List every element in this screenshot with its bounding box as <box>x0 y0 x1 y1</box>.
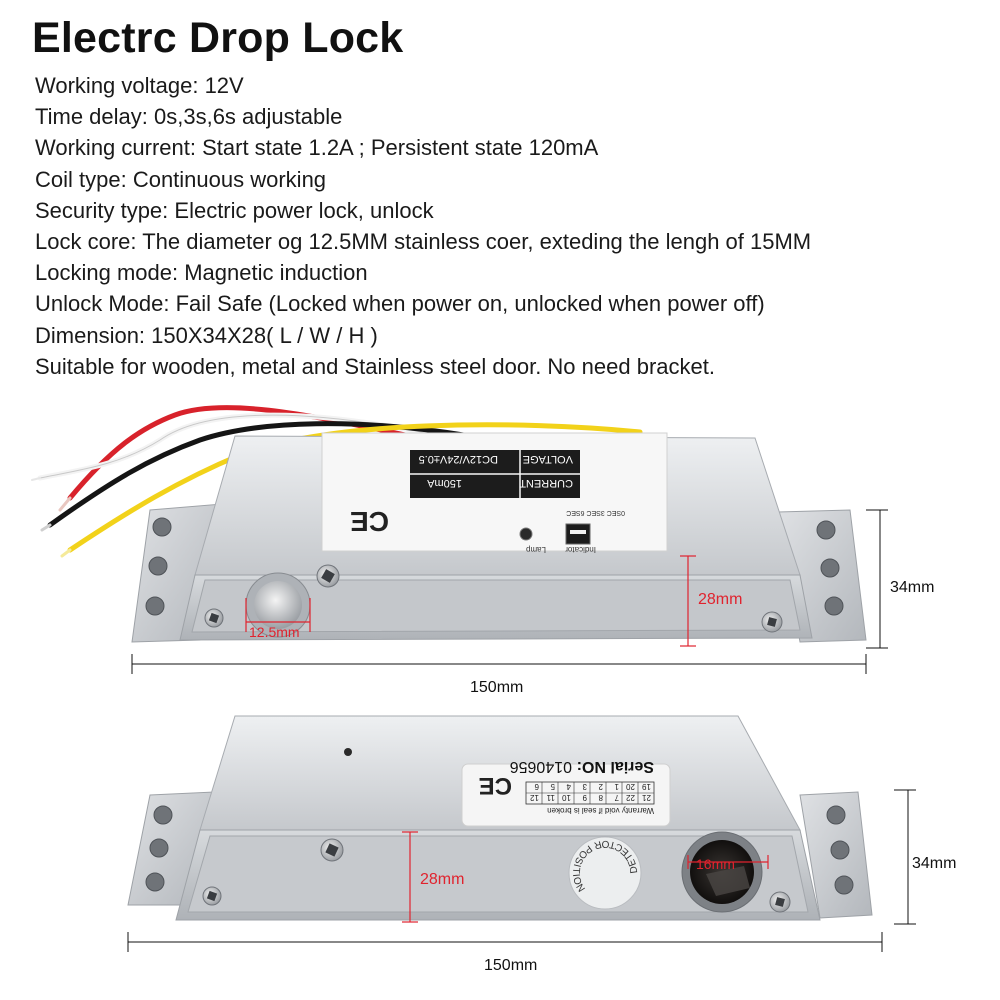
pin-hole <box>344 748 352 756</box>
flange-hole-b-mid-right <box>830 840 850 860</box>
spec-time-delay: Time delay: 0s,3s,6s adjustable <box>35 104 343 130</box>
flange-hole-top-right <box>816 520 836 540</box>
spec-working-voltage: Working voltage: 12V <box>35 73 244 98</box>
flange-hole-b-top-left <box>153 805 173 825</box>
dim-width-bottom <box>894 789 916 925</box>
dim-height-top-label: 28mm <box>698 591 742 608</box>
dim-length-top <box>131 654 867 674</box>
spec-list: Working voltage: 12V Time delay: 0s,3s,6… <box>35 70 811 382</box>
dim-hole-label: 16mm <box>696 856 735 872</box>
lamp-label: Lamp <box>525 545 546 554</box>
seal-grid-cell: 4 <box>566 782 571 791</box>
dim-height-top <box>680 555 696 647</box>
seal-grid-cell: 19 <box>642 782 651 791</box>
seal-grid-cell: 8 <box>598 793 603 802</box>
spec-dimension: Dimension: 150X34X28( L / W / H ) <box>35 322 378 348</box>
spec-coil-type: Coil type: Continuous working <box>35 166 327 192</box>
flange-hole-mid-right <box>820 558 840 578</box>
seal-grid-cell: 1 <box>614 782 619 791</box>
seal-grid-cell: 20 <box>626 782 635 791</box>
seal-grid-cell: 22 <box>626 793 635 802</box>
label-current: CURRENT <box>519 477 573 489</box>
spec-unlock-mode: Unlock Mode: Fail Safe (Locked when powe… <box>35 291 765 317</box>
flange-hole-b-top-right <box>826 805 846 825</box>
wire-white-outline <box>39 414 441 479</box>
serial-label-text: Serial NO: <box>577 758 654 775</box>
flange-hole-b-bot-left <box>145 872 165 892</box>
wire-black <box>47 421 473 528</box>
seal-grid-cell: 5 <box>550 782 555 791</box>
seal-grid-cell: 12 <box>530 793 539 802</box>
spec-working-current: Working current: Start state 1.2A ; Pers… <box>35 135 599 161</box>
detector-position-mark <box>568 836 642 910</box>
spec-locking-mode: Locking mode: Magnetic induction <box>35 260 368 286</box>
seal-grid-cell: 3 <box>582 782 587 791</box>
dim-width-bottom-label: 34mm <box>912 855 956 872</box>
seal-grid-cell: 7 <box>614 793 619 802</box>
lock-bottom-view: CE Warranty void if seal is broken Seria… <box>127 715 956 974</box>
seal-grid-cell: 6 <box>534 782 539 791</box>
dim-core <box>245 598 311 632</box>
ce-mark-bottom: CE <box>479 772 512 799</box>
delay-labels: 0SEC 3SEC 6SEC <box>566 509 625 516</box>
seal-grid-cell: 2 <box>598 782 603 791</box>
seal-grid-cell: 9 <box>582 793 587 802</box>
warranty-text: Warranty void if seal is broken <box>547 806 654 815</box>
body-front-recess <box>191 579 801 633</box>
dim-core-label: 12.5mm <box>249 624 300 640</box>
dim-length-bottom <box>127 932 883 952</box>
seal-grid-cell: 11 <box>546 793 555 802</box>
spec-security-type: Security type: Electric power lock, unlo… <box>35 197 434 223</box>
flange-hole-top-left <box>152 517 172 537</box>
flange-hole-b-bot-right <box>834 875 854 895</box>
dim-width-top-label: 34mm <box>890 579 934 596</box>
flange-hole-b-mid-left <box>149 838 169 858</box>
ce-mark-top: CE <box>350 506 389 537</box>
page-title: Electrc Drop Lock <box>32 14 404 62</box>
spec-suitable: Suitable for wooden, metal and Stainless… <box>35 353 715 379</box>
flange-hole-mid-left <box>148 556 168 576</box>
lock-top-view: CURRENT 150mA VOLTAGE DC12V/24V±0.5 CE L… <box>31 405 934 696</box>
label-voltage: VOLTAGE <box>523 453 573 465</box>
label-voltage-value: DC12V/24V±0.5 <box>419 453 498 465</box>
flange-hole-bot-left <box>145 596 165 616</box>
seal-grid-cell: 10 <box>562 793 571 802</box>
indicator-label: Indicator <box>565 545 596 554</box>
dim-hole <box>687 855 769 869</box>
dim-height-bottom-label: 28mm <box>420 871 464 888</box>
serial-label <box>461 763 671 827</box>
dim-length-bottom-label: 150mm <box>484 957 537 974</box>
dim-height-bottom <box>402 831 418 923</box>
lamp-led <box>519 527 533 541</box>
flange-hole-bot-right <box>824 596 844 616</box>
seal-grid-cell: 21 <box>642 793 651 802</box>
label-current-value: 150mA <box>426 477 462 489</box>
spec-lock-core: Lock core: The diameter og 12.5MM stainl… <box>35 228 812 254</box>
dim-width-top <box>866 509 888 649</box>
dim-length-top-label: 150mm <box>470 679 523 696</box>
serial-number: 0140656 <box>510 758 572 775</box>
